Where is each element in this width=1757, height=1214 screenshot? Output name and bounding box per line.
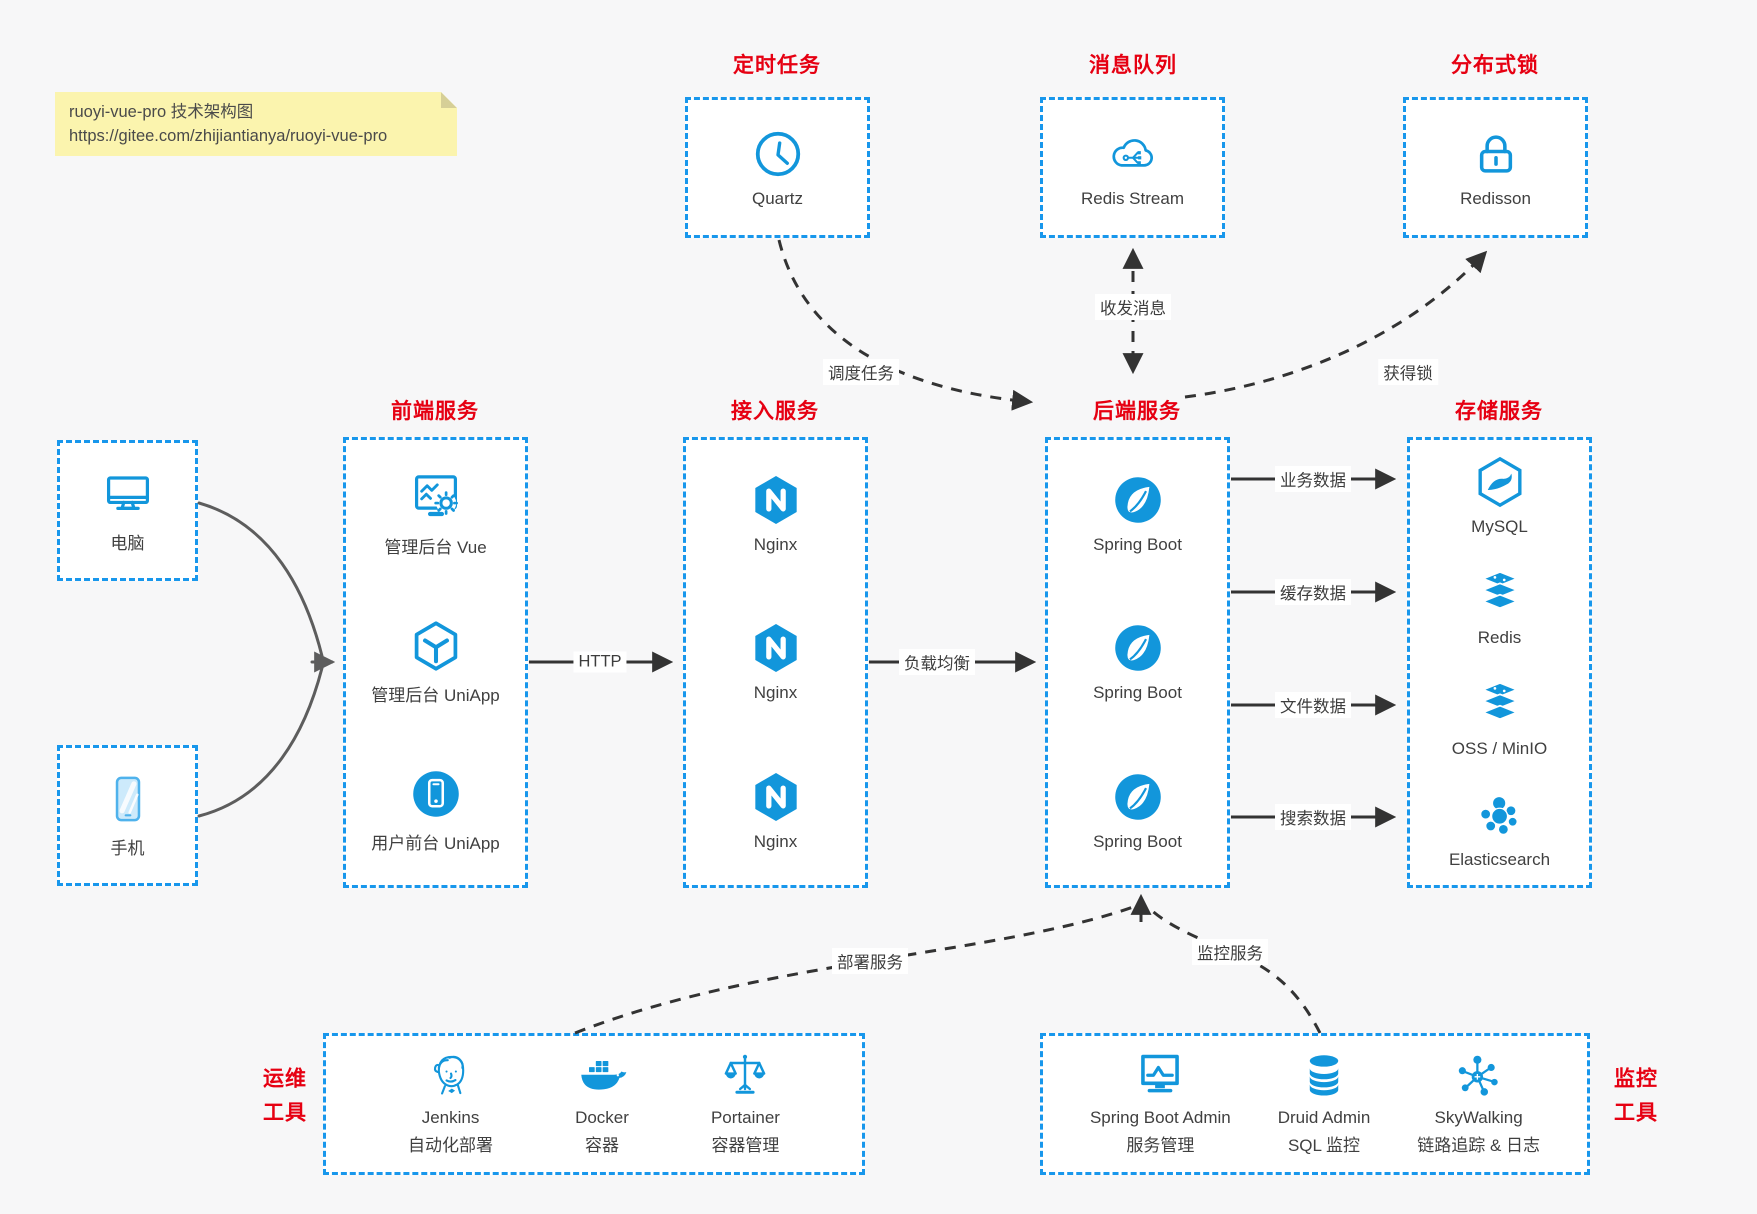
uniapp-cube-icon xyxy=(409,619,463,673)
edge-schedule-task xyxy=(777,239,1034,411)
backend-item-spring-1: Spring Boot xyxy=(1048,440,1227,588)
edge-acquire-lock xyxy=(1184,250,1488,399)
access-item-nginx-2: Nginx xyxy=(686,588,865,736)
edge-label-deploy: 部署服务 xyxy=(832,948,908,974)
clock-icon xyxy=(751,127,805,181)
nginx-icon xyxy=(749,770,803,824)
jenkins-icon xyxy=(425,1050,477,1102)
panel-quartz: Quartz xyxy=(685,97,870,238)
title-backend-service: 后端服务 xyxy=(1093,400,1181,423)
storage-item-mysql: MySQL xyxy=(1410,440,1589,551)
spring-boot-icon xyxy=(1111,770,1165,824)
title-distributed-lock: 分布式锁 xyxy=(1451,54,1539,77)
edge-label-cache-data: 缓存数据 xyxy=(1275,579,1351,605)
panel-storage: MySQL Redis OSS / MinIO Elasticsearch xyxy=(1407,437,1592,888)
backend-item-spring-2: Spring Boot xyxy=(1048,588,1227,736)
panel-ops-tools: Jenkins 自动化部署 Docker 容器 Portainer 容器管理 xyxy=(323,1033,865,1175)
edge-label-load-balance: 负载均衡 xyxy=(899,649,975,675)
storage-stack-icon xyxy=(1473,677,1527,731)
edge-phone-to-frontend xyxy=(197,666,324,818)
quartz-label: Quartz xyxy=(751,188,804,208)
lock-icon xyxy=(1469,127,1523,181)
redis-stream-label: Redis Stream xyxy=(1081,188,1184,208)
edge-label-messaging: 收发消息 xyxy=(1095,294,1171,320)
spring-boot-icon xyxy=(1111,621,1165,675)
spring-admin-icon xyxy=(1134,1050,1186,1102)
access-item-nginx-1: Nginx xyxy=(686,440,865,588)
panel-backend: Spring Boot Spring Boot Spring Boot xyxy=(1045,437,1230,888)
title-frontend-service: 前端服务 xyxy=(391,400,479,423)
elasticsearch-icon xyxy=(1473,788,1527,842)
title-scheduled-task: 定时任务 xyxy=(733,54,821,77)
mysql-icon xyxy=(1473,455,1527,509)
edge-desktop-to-frontend xyxy=(197,501,324,658)
label-ops-tools: 运维 工具 xyxy=(263,1067,307,1124)
admin-vue-icon xyxy=(409,471,463,525)
skywalking-icon xyxy=(1453,1050,1505,1102)
tool-spring-boot-admin: Spring Boot Admin 服务管理 xyxy=(1090,1050,1231,1158)
device-arrows xyxy=(197,501,336,818)
docker-icon xyxy=(576,1050,628,1102)
title-access-service: 接入服务 xyxy=(731,400,819,423)
panel-access: Nginx Nginx Nginx xyxy=(683,437,868,888)
redis-stack-icon xyxy=(1473,566,1527,620)
frontend-item-user-uniapp: 用户前台 UniApp xyxy=(346,737,525,885)
frontend-item-admin-vue: 管理后台 Vue xyxy=(346,440,525,588)
solid-arrows xyxy=(529,468,1397,828)
storage-item-elasticsearch: Elasticsearch xyxy=(1410,774,1589,885)
tool-druid-admin: Druid Admin SQL 监控 xyxy=(1278,1050,1370,1158)
storage-item-redis: Redis xyxy=(1410,551,1589,662)
edge-monitor-branch xyxy=(1146,905,1322,1034)
panel-frontend: 管理后台 Vue 管理后台 UniApp 用户前台 UniApp xyxy=(343,437,528,888)
edge-label-monitor: 监控服务 xyxy=(1192,939,1268,965)
nginx-icon xyxy=(749,473,803,527)
phone-label: 手机 xyxy=(110,839,145,858)
edge-label-schedule: 调度任务 xyxy=(823,359,899,385)
storage-item-oss-minio: OSS / MinIO xyxy=(1410,663,1589,774)
tool-jenkins: Jenkins 自动化部署 xyxy=(408,1050,493,1158)
title-storage-service: 存储服务 xyxy=(1455,400,1543,423)
edge-label-file-data: 文件数据 xyxy=(1275,692,1351,718)
frontend-item-admin-uniapp: 管理后台 UniApp xyxy=(346,588,525,736)
tool-skywalking: SkyWalking 链路追踪 & 日志 xyxy=(1417,1050,1540,1158)
note-fold-corner xyxy=(441,92,457,108)
note-url: https://gitee.com/zhijiantianya/ruoyi-vu… xyxy=(69,126,388,145)
spring-boot-icon xyxy=(1111,473,1165,527)
access-item-nginx-3: Nginx xyxy=(686,737,865,885)
panel-redis-stream: Redis Stream xyxy=(1040,97,1225,238)
panel-phone: 手机 xyxy=(57,745,198,886)
redisson-label: Redisson xyxy=(1460,188,1531,208)
edge-label-http: HTTP xyxy=(573,651,627,673)
tool-portainer: Portainer 容器管理 xyxy=(711,1050,780,1158)
edge-label-business-data: 业务数据 xyxy=(1275,466,1351,492)
panel-redisson: Redisson xyxy=(1403,97,1588,238)
desktop-label: 电脑 xyxy=(110,534,145,553)
portainer-icon xyxy=(719,1050,771,1102)
cloud-stream-icon xyxy=(1106,127,1160,181)
panel-desktop: 电脑 xyxy=(57,440,198,581)
user-app-icon xyxy=(409,767,463,821)
edge-label-acquire-lock: 获得锁 xyxy=(1378,359,1438,385)
tool-docker: Docker 容器 xyxy=(575,1050,629,1158)
panel-monitor-tools: Spring Boot Admin 服务管理 Druid Admin SQL 监… xyxy=(1040,1033,1590,1175)
note-title: ruoyi-vue-pro 技术架构图 xyxy=(69,103,254,121)
edge-label-search-data: 搜索数据 xyxy=(1275,804,1351,830)
backend-item-spring-3: Spring Boot xyxy=(1048,737,1227,885)
label-monitor-tools: 监控 工具 xyxy=(1614,1067,1658,1124)
desktop-icon xyxy=(101,467,155,521)
druid-icon xyxy=(1298,1050,1350,1102)
sticky-note: ruoyi-vue-pro 技术架构图 https://gitee.com/zh… xyxy=(55,92,457,156)
nginx-icon xyxy=(749,621,803,675)
title-message-queue: 消息队列 xyxy=(1089,54,1177,77)
phone-icon xyxy=(101,772,155,826)
